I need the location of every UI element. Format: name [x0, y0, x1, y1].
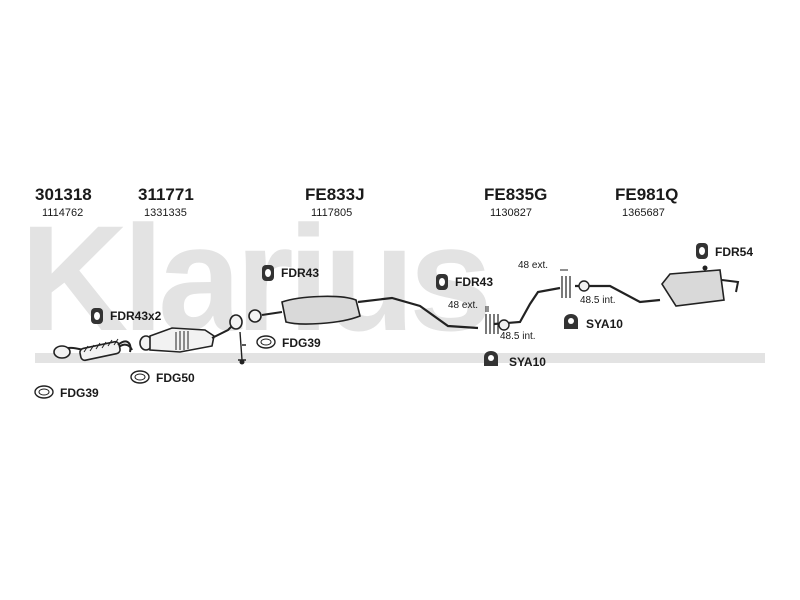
intermediate-pipe: [493, 280, 661, 331]
accessory-fdr43-a: FDR43: [262, 265, 319, 281]
measurement-label-48-ext-2: 48 ext.: [518, 260, 548, 271]
reference-number-5: 1365687: [622, 207, 665, 219]
rubber-hanger-icon: [696, 243, 708, 259]
accessory-fdr43x2: FDR43x2: [91, 308, 162, 324]
rubber-hanger-icon: [436, 274, 448, 290]
reference-number-2: 1331335: [144, 207, 187, 219]
accessory-fdg39-b: FDG39: [34, 385, 99, 400]
accessory-label: SYA10: [586, 317, 623, 331]
front-pipe: [53, 338, 133, 362]
accessory-fdg50: FDG50: [130, 370, 195, 385]
part-number-1: 301318: [35, 185, 92, 204]
accessory-sya10-b: SYA10: [484, 351, 546, 369]
accessory-label: FDR54: [715, 245, 753, 259]
measurement-label-48-5-int-2: 48.5 int.: [580, 295, 616, 306]
gasket-ring-icon: [256, 335, 276, 349]
watermark-logo: Klarius: [20, 194, 487, 362]
clamp-icon: [484, 351, 498, 366]
reference-number-3: 1117805: [311, 207, 352, 219]
rubber-hanger-icon: [262, 265, 274, 281]
gasket-ring-icon: [130, 370, 150, 384]
accessory-label: FDR43x2: [110, 309, 162, 323]
clamp-icon: [564, 314, 578, 329]
pipe-joint-markers: [485, 269, 571, 334]
rubber-hanger-icon: [91, 308, 103, 324]
part-number-3: FE833J: [305, 185, 365, 204]
reference-number-4: 1130827: [490, 207, 532, 219]
accessory-fdg39-a: FDG39: [256, 335, 321, 350]
middle-silencer: [248, 295, 479, 330]
accessory-label: FDG50: [156, 371, 195, 385]
accessory-label: FDR43: [281, 266, 319, 280]
rear-silencer: [661, 265, 740, 307]
measurement-label-48-5-int-1: 48.5 int.: [500, 331, 536, 342]
accessory-fdr54: FDR54: [696, 243, 753, 259]
accessory-label: FDG39: [282, 336, 321, 350]
accessory-fdr43-b: FDR43: [436, 274, 493, 290]
part-number-4: FE835G: [484, 185, 547, 204]
catalytic-converter: [139, 314, 246, 365]
watermark-underline: [35, 353, 765, 363]
measurement-label-48-ext-1: 48 ext.: [448, 300, 478, 311]
part-number-5: FE981Q: [615, 185, 678, 204]
accessory-label: FDR43: [455, 275, 493, 289]
part-labels: 301318 1114762 311771 1331335 FE833J 111…: [35, 185, 678, 219]
reference-number-1: 1114762: [42, 207, 83, 219]
accessory-sya10-a: SYA10: [564, 314, 623, 331]
part-number-2: 311771: [138, 185, 194, 204]
accessory-label: SYA10: [509, 355, 546, 369]
gasket-ring-icon: [34, 385, 54, 399]
accessory-label: FDG39: [60, 386, 99, 400]
